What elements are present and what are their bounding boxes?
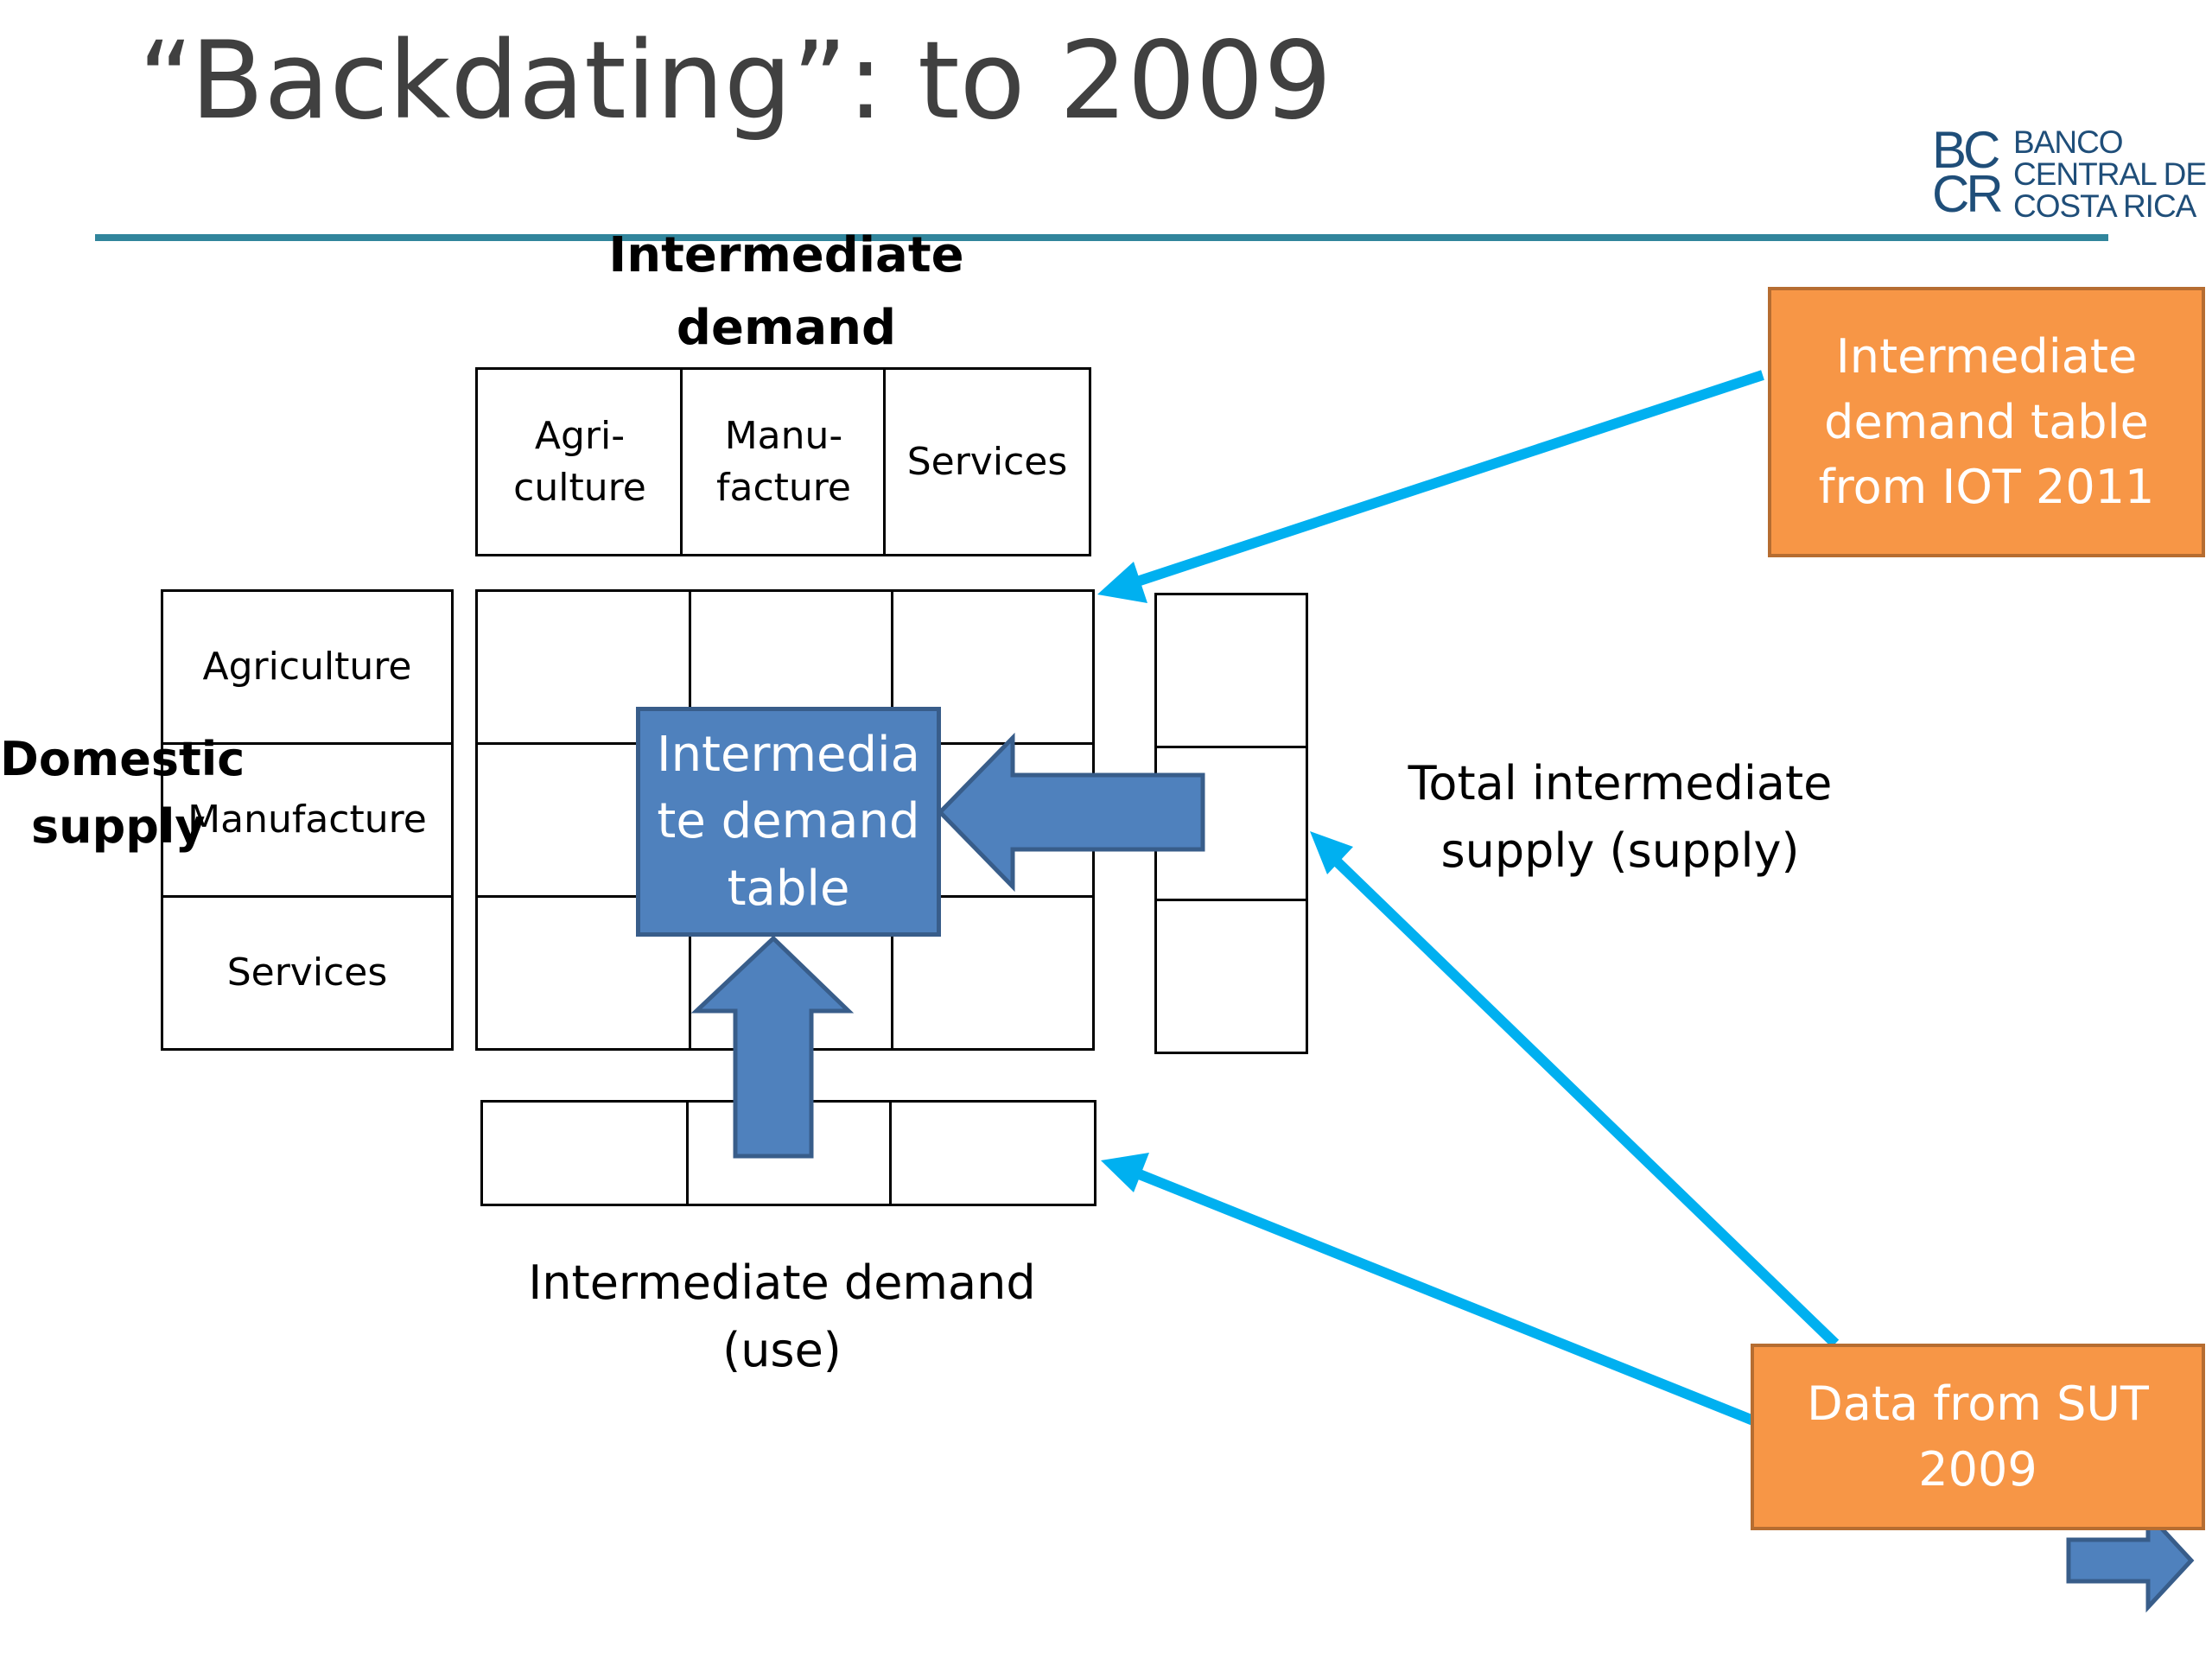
- sut-2009-source-box: Data from SUT 2009: [1751, 1344, 2205, 1530]
- intermediate-demand-use-line-1: Intermediate demand: [528, 1255, 1036, 1310]
- column-header-services: Services: [883, 367, 1091, 556]
- pointer-arrow-sut-to-supply-head: [1310, 831, 1353, 874]
- iot-source-line-1: Intermediate: [1835, 329, 2138, 385]
- row-header-manufacture: Manufacture: [161, 742, 454, 898]
- logo-line-3: COSTA RICA: [2013, 188, 2196, 224]
- iot-2011-source-box: Intermediate demand table from IOT 2011: [1768, 287, 2205, 557]
- block-arrow-left: [937, 732, 1205, 893]
- column-header-manufacture-line-1: Manu-: [724, 414, 843, 459]
- total-supply-cell: [1154, 899, 1308, 1054]
- pointer-arrow-sut-to-supply: [1330, 855, 1840, 1348]
- sut-source-line-2: 2009: [1918, 1442, 2037, 1497]
- pointer-arrow-iot-to-matrix: [1130, 370, 1764, 588]
- slide-title: “Backdating”: to 2009: [138, 19, 1332, 143]
- column-header-services-line-1: Services: [906, 439, 1068, 484]
- column-header-agriculture-line-1: Agri-: [534, 414, 626, 459]
- domestic-supply-header-line-2: supply: [31, 798, 206, 854]
- next-arrow-icon: [2066, 1508, 2195, 1613]
- intermediate-demand-header-line-1: Intermediate: [608, 227, 964, 283]
- column-header-manufacture-line-2: facture: [716, 465, 851, 510]
- pointer-arrow-sut-to-demand-head: [1101, 1153, 1149, 1192]
- intermediate-demand-header: Intermediate demand: [553, 219, 1020, 365]
- total-intermediate-supply-line-2: supply (supply): [1440, 823, 1800, 879]
- total-demand-cell: [480, 1100, 689, 1206]
- row-header-services: Services: [161, 895, 454, 1051]
- center-box-line-3: table: [727, 860, 850, 917]
- intermediate-demand-use-line-2: (use): [722, 1323, 842, 1378]
- intermediate-demand-header-line-2: demand: [676, 300, 897, 356]
- column-header-manufacture: Manu- facture: [680, 367, 887, 556]
- pointer-arrow-sut-to-demand: [1135, 1168, 1769, 1431]
- center-box-line-2: te demand: [657, 793, 920, 850]
- title-rule: [95, 234, 2108, 241]
- bccr-logo-text: BANCO CENTRAL DE COSTA RICA: [2013, 124, 2207, 224]
- center-box-line-1: Intermedia: [657, 727, 920, 784]
- iot-source-line-2: demand table: [1824, 394, 2149, 449]
- domestic-supply-header-line-1: Domestic: [0, 732, 245, 786]
- intermediate-demand-table-box: Intermedia te demand table: [636, 707, 941, 937]
- domestic-supply-header: Domestic supply: [0, 726, 245, 861]
- total-intermediate-supply-line-1: Total intermediate: [1408, 756, 1833, 810]
- pointer-arrow-iot-to-matrix-head: [1097, 562, 1147, 603]
- total-intermediate-supply-label: Total intermediate supply (supply): [1382, 750, 1858, 886]
- intermediate-demand-use-label: Intermediate demand (use): [501, 1249, 1063, 1385]
- column-header-agriculture: Agri- culture: [475, 367, 684, 556]
- column-header-agriculture-line-2: culture: [513, 465, 646, 510]
- iot-source-line-3: from IOT 2011: [1818, 460, 2155, 515]
- logo-line-1: BANCO: [2013, 124, 2124, 160]
- logo-line-2: CENTRAL DE: [2013, 156, 2207, 192]
- bccr-logo-mark: BC CR: [1932, 121, 2004, 223]
- total-supply-cell: [1154, 593, 1308, 748]
- total-demand-cell: [889, 1100, 1096, 1206]
- sut-source-line-1: Data from SUT: [1807, 1376, 2149, 1432]
- block-arrow-up: [690, 935, 855, 1159]
